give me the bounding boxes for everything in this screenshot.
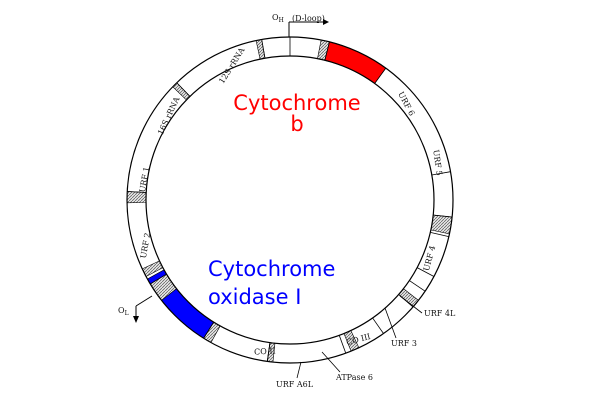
segment-boundary — [261, 39, 266, 59]
label-urf2: URF 2 — [139, 232, 152, 259]
segment-boundary — [431, 171, 451, 176]
label-urf1: URF 1 — [138, 166, 151, 193]
segment-boundary — [409, 280, 426, 292]
cytochrome-b-title: Cytochrome — [233, 91, 360, 115]
label-urf4l: URF 4L — [424, 309, 456, 318]
segment-boundary — [203, 321, 215, 339]
segment-boundary — [338, 335, 347, 354]
cytochrome-oxidase-subtitle: oxidase I — [208, 285, 301, 309]
label-urf5: URF 5 — [431, 149, 444, 176]
cytochrome-b-subtitle: b — [290, 112, 303, 136]
heavy-strand-origin: OH (D-loop) — [272, 13, 329, 37]
segment-boundary — [430, 232, 449, 238]
label-co2: CO II — [254, 346, 276, 356]
ring-segments — [126, 37, 454, 364]
origin-arrow-icon — [323, 19, 329, 25]
segment-boundary — [176, 82, 191, 97]
label-atpase6: ATPase 6 — [335, 373, 373, 382]
segment-boundary — [433, 214, 453, 218]
ring-outline — [126, 36, 454, 364]
cytochrome-oxidase-title: Cytochrome — [208, 257, 335, 281]
segment-boundary — [372, 317, 384, 334]
light-origin-label: OL — [118, 306, 129, 317]
light-strand-origin: OL — [118, 295, 153, 323]
cytochrome-b-annotation: Cytochrome b — [233, 91, 360, 136]
segment-boundary — [266, 342, 271, 362]
origin-arrow-icon — [133, 316, 139, 323]
heavy-origin-label: OH — [272, 13, 284, 24]
segment-boundary — [150, 273, 167, 285]
dloop-label: (D-loop) — [292, 14, 325, 23]
segment-boundary — [416, 267, 435, 277]
label-urf3: URF 3 — [391, 339, 417, 348]
segment-boundary — [127, 191, 147, 193]
segment-boundary — [324, 41, 330, 61]
cytochrome-oxidase-annotation: Cytochrome oxidase I — [208, 257, 335, 309]
label-urfa6l: URF A6L — [276, 380, 314, 389]
external-labels: URF 4L URF 3 ATPase 6 URF A6L — [276, 295, 456, 389]
segment-boundary — [374, 67, 387, 84]
